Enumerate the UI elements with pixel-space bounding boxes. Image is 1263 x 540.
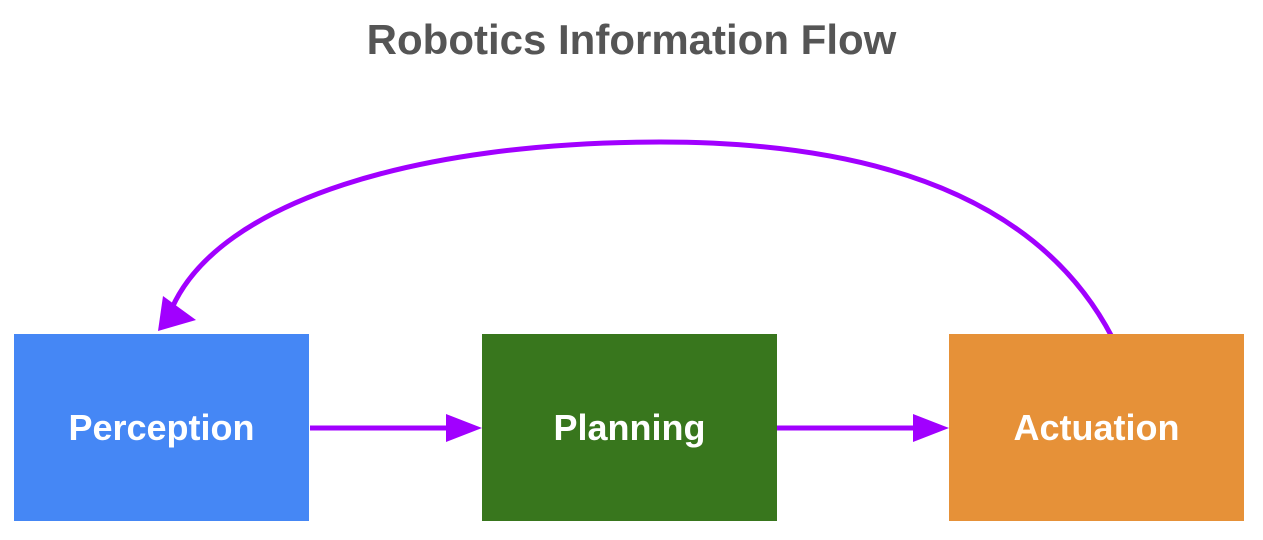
node-label-actuation: Actuation (1013, 406, 1180, 448)
arrowhead-icon (158, 296, 196, 331)
edge-planning-to-actuation (777, 414, 949, 442)
edge-actuation-to-perception (158, 139, 1115, 339)
node-label-planning: Planning (553, 406, 706, 448)
diagram-title: Robotics Information Flow (366, 16, 897, 63)
node-planning: Planning (482, 334, 777, 521)
feedback-arc (169, 139, 1115, 339)
arrowhead-icon (446, 414, 482, 442)
arrowhead-icon (913, 414, 949, 442)
node-perception: Perception (14, 334, 309, 521)
node-label-perception: Perception (68, 406, 255, 448)
node-actuation: Actuation (949, 334, 1244, 521)
edge-perception-to-planning (310, 414, 482, 442)
